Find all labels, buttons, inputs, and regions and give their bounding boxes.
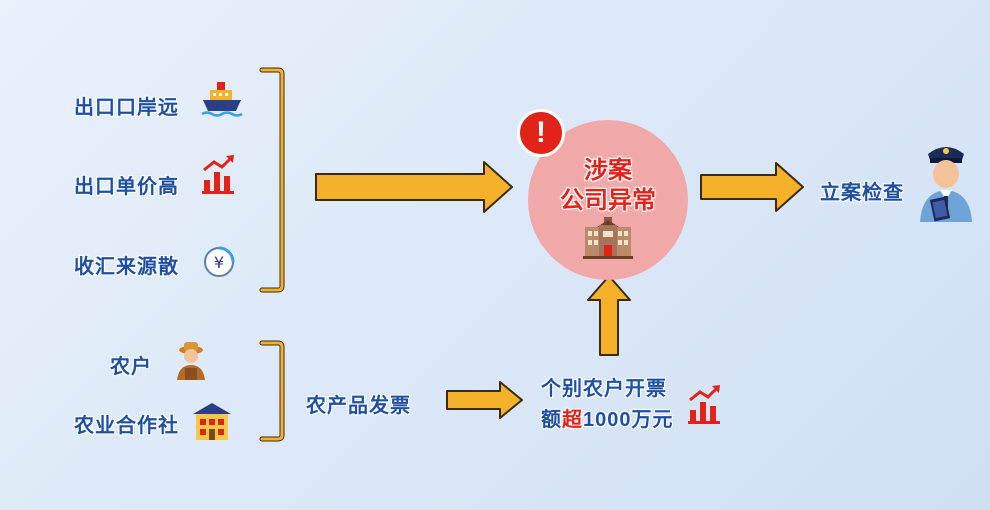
result-line1: 个别农户开票 (541, 378, 667, 400)
company-building-icon (583, 217, 633, 259)
rising-chart-icon-result (688, 385, 720, 424)
result-line2-prefix: 额 (541, 409, 562, 431)
factor-scattered-forex: 收汇来源散 (74, 256, 179, 278)
factor-high-price: 出口单价高 (74, 176, 179, 198)
arrow-result-to-center (587, 275, 631, 356)
result-line2: 额超1000万元 (541, 403, 674, 432)
factor-port-distance: 出口口岸远 (74, 97, 179, 119)
yuan-coin-icon: ¥ (204, 246, 235, 277)
inspector-icon (920, 147, 972, 222)
arrow-factors-to-center (315, 161, 513, 213)
sources-bracket (259, 340, 285, 442)
arrow-invoice-to-result (446, 381, 523, 419)
source-farmer: 农户 (110, 356, 152, 378)
farmer-icon (177, 342, 205, 380)
cooperative-building-icon (193, 403, 231, 440)
center-title-line1: 涉案 (584, 157, 632, 184)
arrow-center-to-outcome (700, 162, 804, 212)
svg-text:¥: ¥ (214, 253, 224, 272)
result-amount: 1000万元 (583, 409, 674, 431)
alert-icon: ! (517, 109, 565, 157)
source-cooperative: 农业合作社 (74, 415, 179, 437)
outcome-label: 立案检查 (820, 182, 904, 204)
center-title-line2: 公司异常 (560, 187, 656, 214)
rising-chart-icon (202, 155, 234, 194)
ship-icon (201, 82, 243, 117)
result-line2-highlight: 超 (562, 409, 583, 431)
invoice-label: 农产品发票 (306, 395, 411, 417)
factors-bracket (259, 67, 285, 293)
